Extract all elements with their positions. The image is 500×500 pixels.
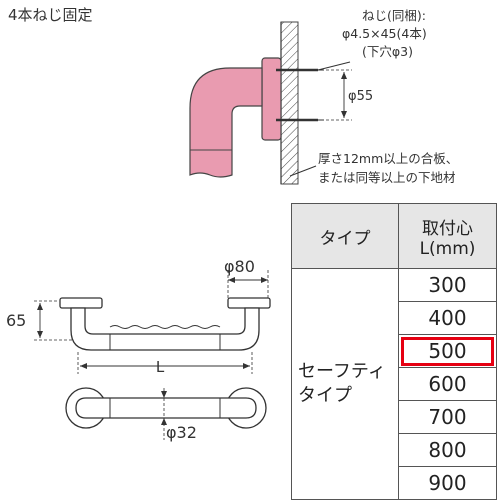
header-length-line2: L(mm) [419, 238, 476, 259]
dim-80-lines [227, 270, 269, 298]
highlight-box [401, 337, 494, 366]
type-line2: タイプ [298, 385, 352, 406]
length-cell: 400 [398, 301, 497, 335]
length-cell: 600 [398, 367, 497, 401]
table-row: セーフティ タイプ 300 [291, 268, 497, 500]
dim-L-lines [77, 352, 253, 374]
table-row: 800 [292, 433, 497, 467]
length-cell: 900 [398, 466, 497, 500]
mount-section-diagram: φ55 ねじ(同梱): φ4.5×45(4本) (下穴φ3) 厚さ12mm以上の… [189, 8, 458, 185]
dim-55-label: φ55 [348, 89, 373, 104]
screw-note-line1: ねじ(同梱): [362, 8, 426, 23]
base-note-line2: または同等以上の下地材 [318, 170, 456, 185]
dim-32-label: φ32 [166, 423, 197, 442]
top-bar-outline [75, 397, 257, 419]
dim-32-lines [161, 388, 167, 440]
dim-80-label: φ80 [224, 257, 255, 276]
table-header-row: タイプ 取付心 L(mm) [291, 203, 497, 269]
type-cell: セーフティ タイプ [291, 268, 399, 500]
dim-55-lines [326, 69, 352, 121]
spec-table: タイプ 取付心 L(mm) セーフティ タイプ 300 400 500 600 … [291, 203, 497, 500]
front-grip-texture [109, 325, 221, 350]
header-length-line1: 取付心 [422, 218, 473, 239]
table-row: 700 [292, 400, 497, 434]
length-cell: 700 [398, 400, 497, 434]
dim-65-label: 65 [6, 311, 26, 330]
table-row: 900 [292, 466, 497, 500]
screw-leader [317, 61, 351, 71]
front-flange-left [59, 297, 103, 309]
base-note-line1: 厚さ12mm以上の合板、 [318, 151, 458, 166]
header-length: 取付心 L(mm) [398, 203, 497, 269]
table-row: 500 [292, 334, 497, 368]
length-cell: 800 [398, 433, 497, 467]
base-note-leader [289, 165, 317, 177]
dim-65-lines [34, 300, 72, 341]
header-type: タイプ [291, 203, 399, 269]
front-bar-outline [70, 307, 260, 351]
length-cell: 300 [398, 268, 497, 302]
dim-L-label: L [156, 358, 165, 376]
length-value: 500 [428, 339, 467, 363]
length-cell-highlighted: 500 [398, 334, 497, 368]
page-title: 4本ねじ固定 [8, 6, 93, 24]
screw-note-line2: φ4.5×45(4本) [342, 26, 427, 41]
front-flange-right [227, 297, 271, 309]
table-row: 600 [292, 367, 497, 401]
table-row: 400 [292, 301, 497, 335]
type-line1: セーフティ [298, 361, 386, 382]
screw-note-line3: (下穴φ3) [362, 44, 413, 59]
